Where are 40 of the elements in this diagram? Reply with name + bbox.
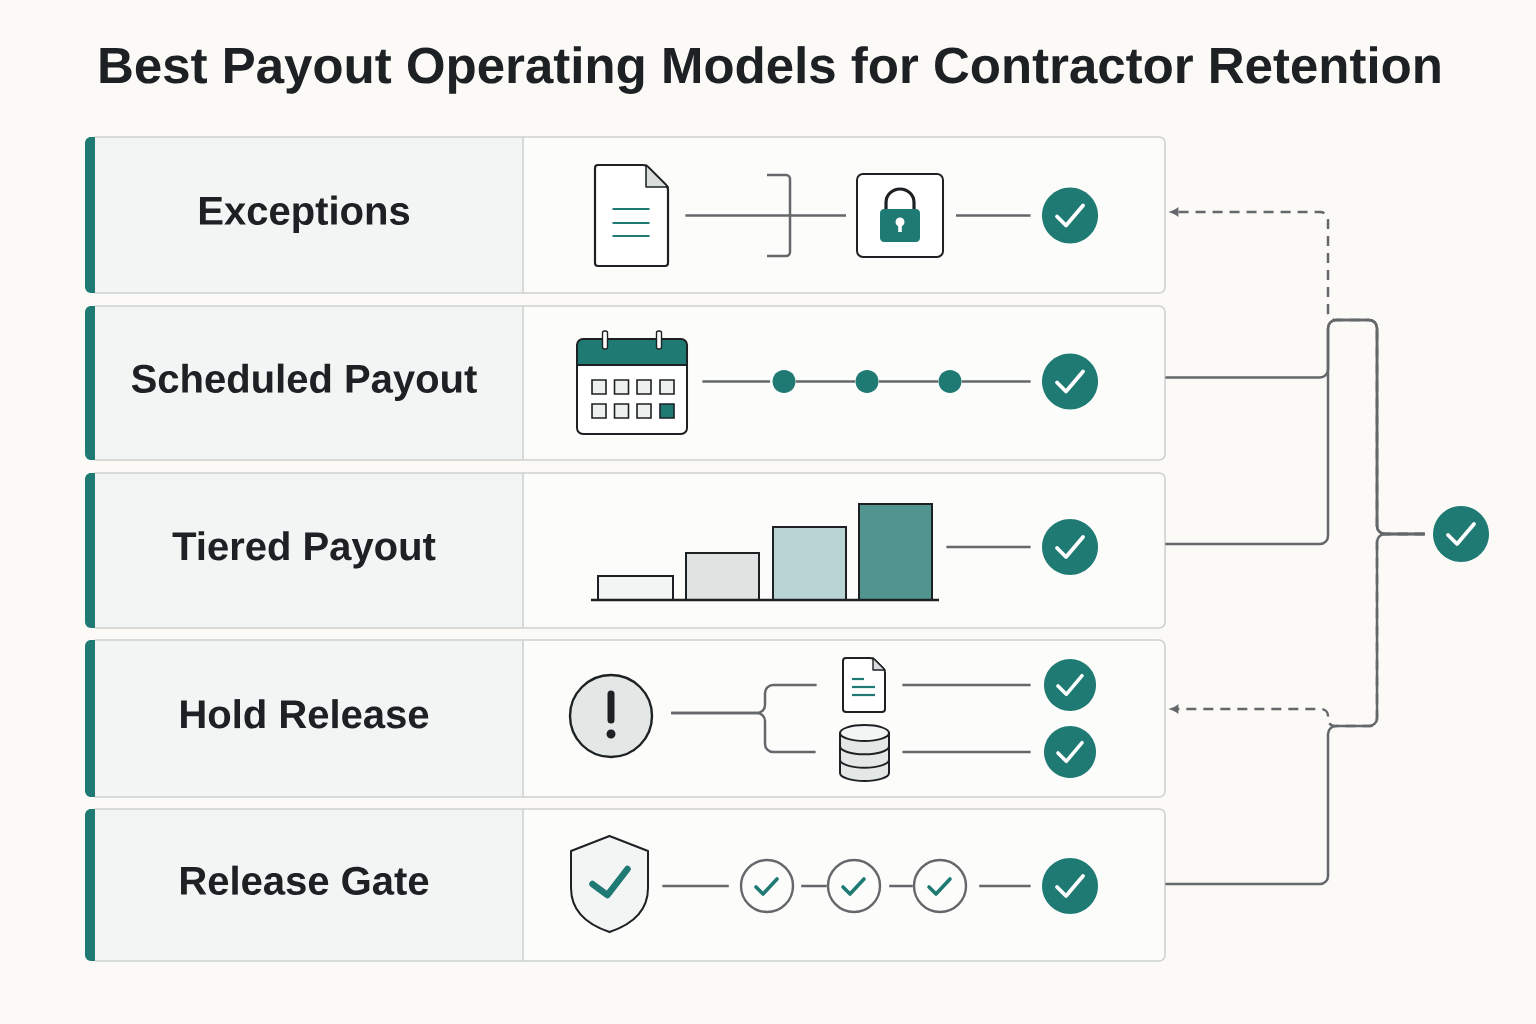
lock-icon — [856, 173, 944, 258]
row-card: Release Gate — [85, 808, 1166, 962]
check-circle — [1042, 187, 1098, 244]
row-card: Hold Release — [85, 639, 1166, 798]
connector — [902, 683, 1031, 687]
dashed-arrow — [1170, 532, 1425, 728]
document-icon — [593, 163, 670, 268]
calendar-icon — [576, 330, 688, 435]
check-circle — [826, 858, 882, 914]
connector — [902, 750, 1031, 754]
check-circle — [1042, 353, 1098, 410]
title: Best Payout Operating Models for Contractor Retention — [100, 46, 1440, 94]
shield-icon — [570, 835, 649, 933]
connector — [685, 214, 846, 217]
check-circle — [1044, 659, 1096, 711]
row-card: Scheduled Payout — [85, 305, 1166, 461]
connector — [671, 711, 816, 754]
connector — [979, 884, 1031, 888]
database-icon — [839, 724, 890, 782]
connector — [878, 380, 939, 383]
dot — [938, 370, 962, 393]
connector — [662, 884, 729, 888]
alert-icon — [568, 673, 654, 759]
connector — [889, 884, 913, 888]
connector — [801, 884, 827, 888]
dot — [855, 370, 879, 393]
bar-chart — [591, 503, 939, 602]
check-circle — [1433, 506, 1489, 562]
connector — [956, 214, 1031, 217]
check-circle — [739, 858, 795, 914]
check-circle — [1044, 726, 1096, 778]
connector — [961, 380, 1031, 383]
connector — [702, 380, 771, 383]
connector — [946, 545, 1031, 549]
document-icon — [842, 657, 886, 713]
connector — [795, 380, 856, 383]
check-circle — [1042, 858, 1098, 914]
dot — [772, 370, 796, 393]
check-circle — [1042, 519, 1098, 575]
check-circle — [912, 858, 968, 914]
